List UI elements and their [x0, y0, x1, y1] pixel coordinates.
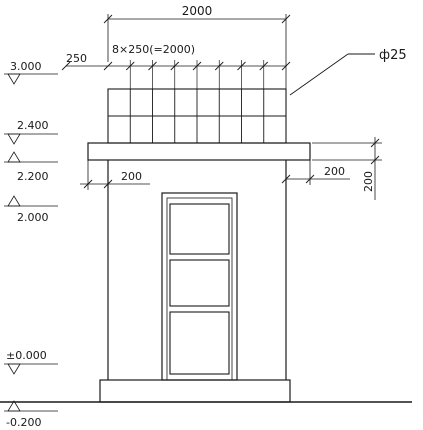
- dim-text-250: 250: [66, 52, 87, 65]
- plinth: [99, 379, 291, 403]
- door: [161, 192, 238, 381]
- dim-text-2000: 2000: [182, 4, 213, 18]
- spacing-tick: [281, 61, 291, 71]
- grid-lines: [108, 89, 286, 143]
- tick: [281, 174, 291, 184]
- door-frame-outer: [161, 192, 238, 381]
- steel-grid: [107, 88, 287, 144]
- dim-text-slab: 200: [362, 171, 375, 192]
- dim-text-offset: 200: [121, 170, 142, 183]
- roof-slab: [87, 142, 311, 161]
- elev-text: 2.200: [17, 170, 49, 183]
- elev-text: 3.000: [10, 60, 42, 73]
- elevation-mark-0000: ±0.000: [4, 349, 58, 375]
- elev-text: ±0.000: [6, 349, 47, 362]
- tick: [281, 14, 291, 24]
- tick: [103, 14, 113, 24]
- elevation-mark-minus-0200: -0.200: [4, 400, 58, 429]
- elevation-mark-2000: 2.000: [4, 195, 58, 224]
- elevation-mark-3000: 3.000: [4, 60, 58, 85]
- dim-text-spacing: 8×250(=2000): [112, 43, 195, 56]
- elev-text: 2.400: [17, 119, 49, 132]
- elev-text: 2.000: [17, 211, 49, 224]
- spacing-tick: [103, 61, 113, 71]
- bar-label: ф25: [379, 48, 407, 63]
- grid-extension-lines: [129, 60, 265, 89]
- door-panel-1: [169, 203, 230, 255]
- dim-text-overhang: 200: [324, 165, 345, 178]
- elevation-mark-2200: 2.200: [4, 151, 58, 183]
- elevation-mark-2400: 2.400: [4, 119, 58, 145]
- door-panel-2: [169, 259, 230, 307]
- door-panel-3: [169, 311, 230, 375]
- door-frame-inner: [166, 197, 233, 381]
- leader-line: [289, 53, 349, 96]
- tick: [370, 155, 380, 165]
- tick: [103, 179, 113, 189]
- tick: [83, 179, 93, 189]
- elev-text: -0.200: [6, 416, 41, 429]
- tick: [370, 138, 380, 148]
- spacing-tick: [61, 61, 71, 71]
